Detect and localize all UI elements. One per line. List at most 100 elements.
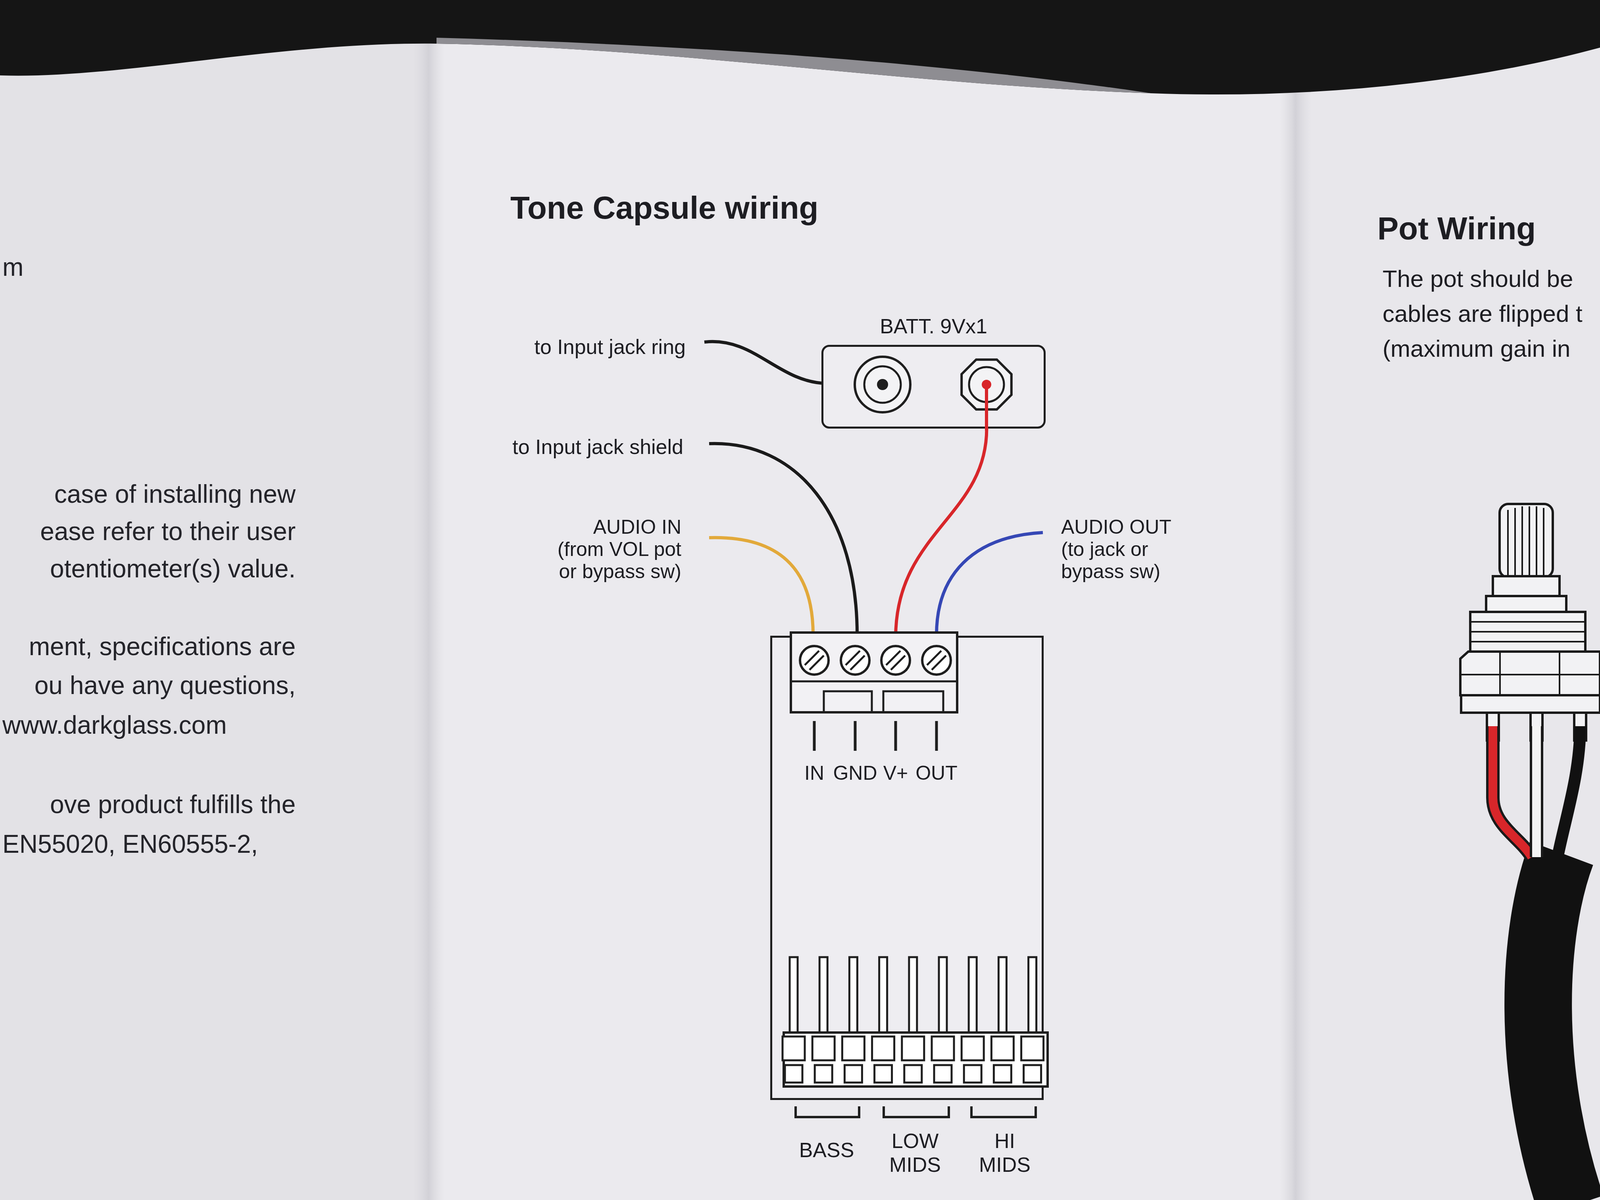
screw-slot	[931, 655, 947, 670]
trimmer-cell	[844, 1065, 862, 1083]
trimmer-cell	[1021, 1036, 1044, 1061]
pin-label-holder: GND	[831, 761, 879, 785]
pot-shaft	[1499, 503, 1553, 578]
battery-wire	[895, 428, 987, 638]
body-text: (maximum gain in	[1382, 334, 1571, 363]
trimmer-label-holder: HI MIDS	[973, 1128, 1037, 1177]
terminal-pin	[853, 721, 857, 751]
pot-cable-jacket	[1538, 853, 1572, 1200]
terminal-block-edge	[790, 680, 958, 683]
terminal-pin	[813, 721, 816, 751]
trimmer-cell	[784, 1065, 803, 1083]
trimmer-cell	[904, 1065, 922, 1083]
terminal-pin	[894, 721, 898, 751]
dark-background	[0, 0, 1600, 95]
pot-body	[1461, 695, 1600, 713]
diagram-title-holder: Tone Capsule wiring	[510, 189, 819, 227]
body-text: case of installing new	[54, 479, 296, 509]
trimmer-pin	[879, 957, 888, 1035]
trimmer-label-holder: BASS	[786, 1138, 867, 1162]
tone-capsule-module: INGNDV+OUT	[770, 635, 1044, 1100]
diagram-title: Tone Capsule wiring	[510, 189, 819, 227]
wire-outline	[1492, 726, 1532, 858]
body-text-holder: ou have any questions,	[34, 670, 296, 700]
trimmer-cell	[963, 1065, 982, 1083]
trimmer-pin	[1028, 957, 1037, 1035]
wire-label-holder: to Input jack shield	[512, 434, 684, 459]
battery-terminal	[854, 356, 911, 413]
wire-outline	[1529, 726, 1544, 858]
pin-label: IN	[790, 761, 839, 785]
body-text-holder: The pot should be	[1382, 265, 1574, 293]
battery-box-illustration	[821, 344, 1046, 429]
trimmer-pin	[968, 957, 977, 1035]
terminal-block	[790, 632, 958, 713]
wire-label: to Input jack ring	[534, 334, 686, 359]
wire-red	[984, 384, 989, 431]
pot-collar	[1486, 596, 1567, 612]
paper-edge	[436, 37, 1151, 94]
trimmer-cell	[812, 1036, 835, 1061]
signal-label-holder: AUDIO IN (from VOL pot or bypass sw)	[550, 515, 682, 583]
trimmer-cell	[901, 1036, 925, 1061]
battery-box: BATT. 9Vx1	[821, 344, 1046, 429]
trimmer-pin	[789, 957, 798, 1035]
pin-label-holder: V+	[871, 761, 920, 785]
body-text: m	[2, 252, 24, 282]
trimmer-label: LOW MIDS	[883, 1128, 947, 1177]
trimmer-pin	[849, 957, 858, 1035]
body-text: otentiometer(s) value.	[50, 553, 296, 584]
trimmer-cell	[993, 1065, 1012, 1083]
battery-terminal-dot	[876, 378, 889, 391]
signal-label: AUDIO IN (from VOL pot or bypass sw)	[550, 515, 682, 583]
web-address-holder: www.darkglass.com	[2, 710, 227, 740]
trimmer-cell	[961, 1036, 984, 1061]
section-heading: Pot Wiring	[1377, 210, 1536, 247]
body-text: ment, specifications are	[28, 631, 296, 662]
wire-label: to Input jack shield	[512, 434, 684, 459]
pin-label-holder: IN	[790, 761, 839, 785]
terminal-pin	[935, 721, 939, 751]
wire-blue	[936, 532, 1043, 635]
standards-text: EN55020, EN60555-2,	[2, 829, 258, 859]
pot-nut	[1460, 651, 1600, 696]
tone-capsule-module-illustration	[770, 635, 1044, 1100]
trimmer-label: HI MIDS	[973, 1128, 1037, 1177]
body-text: The pot should be	[1382, 265, 1574, 293]
trimmer-label: BASS	[786, 1138, 867, 1162]
body-text-holder: cables are flipped t	[1382, 300, 1583, 328]
trimmer-cell	[874, 1065, 893, 1083]
terminal-block-tab	[883, 691, 944, 713]
body-text-holder: m	[2, 252, 24, 282]
terminal-screw	[840, 646, 870, 675]
pot-knurl	[1507, 506, 1544, 576]
signal-label-holder: AUDIO OUT (to jack or bypass sw)	[1061, 515, 1181, 583]
body-text-holder: ove product fulfills the	[50, 789, 296, 820]
trimmer-pin	[819, 957, 828, 1035]
body-text: ove product fulfills the	[50, 789, 296, 820]
body-text-holder: ease refer to their user	[40, 516, 296, 547]
bracket	[971, 1106, 1036, 1118]
bracket	[795, 1106, 860, 1118]
body-text: cables are flipped t	[1382, 300, 1583, 328]
trimmer-cell	[872, 1036, 895, 1061]
terminal-screw	[922, 646, 951, 675]
trimmer-cell	[1023, 1065, 1042, 1083]
web-address: www.darkglass.com	[2, 710, 227, 740]
trimmer-pin	[938, 957, 947, 1035]
body-text: ease refer to their user	[40, 516, 296, 547]
trimmer-cell	[814, 1065, 833, 1083]
pin-label: V+	[871, 761, 920, 785]
wire-label-holder: to Input jack ring	[534, 334, 686, 359]
battery-label: BATT. 9Vx1	[821, 314, 1046, 339]
fold-shadow	[1279, 0, 1312, 1200]
trimmer-header	[783, 1032, 1048, 1087]
pin-label: OUT	[912, 761, 961, 785]
bracket	[883, 1106, 949, 1118]
body-text-holder: (maximum gain in	[1382, 334, 1571, 363]
left-panel	[0, 0, 429, 1200]
trimmer-pin	[909, 957, 918, 1035]
terminal-screw	[800, 646, 829, 675]
wire-red	[1492, 726, 1532, 858]
